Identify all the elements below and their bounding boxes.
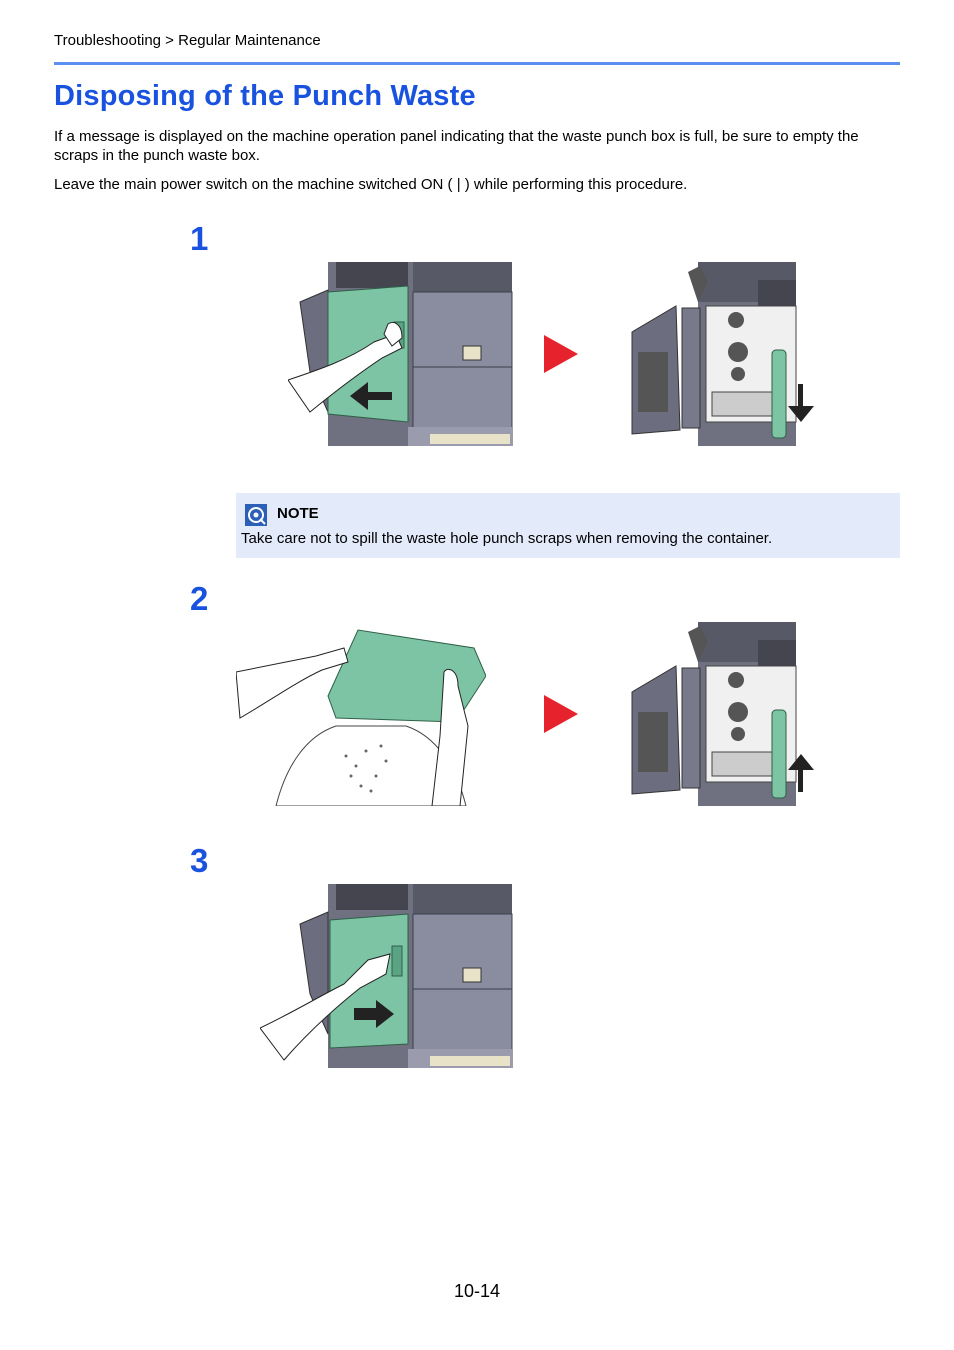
step3-close-front-cover-illustration bbox=[260, 884, 513, 1068]
note-label: NOTE bbox=[277, 505, 319, 522]
step2-reinsert-punch-box-illustration bbox=[631, 622, 814, 806]
next-arrow-icon bbox=[544, 695, 578, 733]
breadcrumb: Troubleshooting > Regular Maintenance bbox=[54, 32, 321, 49]
step1-open-front-cover-illustration bbox=[288, 262, 513, 446]
step1-remove-punch-box-illustration bbox=[631, 262, 814, 446]
header-rule bbox=[54, 62, 900, 65]
power-paragraph: Leave the main power switch on the machi… bbox=[54, 176, 688, 193]
page-title: Disposing of the Punch Waste bbox=[54, 80, 476, 112]
step-number-3: 3 bbox=[190, 842, 209, 879]
note-box: NOTE Take care not to spill the waste ho… bbox=[236, 493, 900, 558]
next-arrow-icon bbox=[544, 335, 578, 373]
note-icon bbox=[245, 504, 267, 526]
intro-paragraph: If a message is displayed on the machine… bbox=[54, 128, 859, 164]
note-text: Take care not to spill the waste hole pu… bbox=[241, 530, 773, 547]
step-number-1: 1 bbox=[190, 220, 209, 257]
page-number: 10-14 bbox=[453, 1281, 501, 1301]
step-number-2: 2 bbox=[190, 580, 209, 617]
step2-empty-scraps-illustration bbox=[236, 629, 486, 806]
